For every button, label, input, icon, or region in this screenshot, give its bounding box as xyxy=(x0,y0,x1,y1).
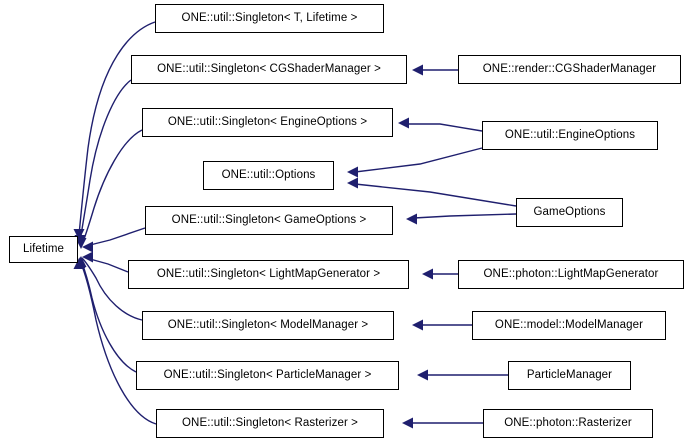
uml-node-gameoptions[interactable]: GameOptions xyxy=(516,198,623,227)
uml-node-singleton_modelmgr[interactable]: ONE::util::Singleton< ModelManager > xyxy=(142,311,394,340)
edge-line xyxy=(406,123,483,132)
arrowhead-icon xyxy=(347,166,358,178)
uml-node-singleton_t_lifetime[interactable]: ONE::util::Singleton< T, Lifetime > xyxy=(155,4,384,33)
uml-node-singleton_rasterizer[interactable]: ONE::util::Singleton< Rasterizer > xyxy=(156,409,384,438)
inheritance-edge-e9 xyxy=(82,227,146,253)
uml-node-label: ONE::util::Options xyxy=(221,168,316,181)
arrowhead-icon xyxy=(82,241,93,253)
uml-node-singleton_engineopts[interactable]: ONE::util::Singleton< EngineOptions > xyxy=(142,108,393,137)
uml-node-singleton_particlemgr[interactable]: ONE::util::Singleton< ParticleManager > xyxy=(136,361,399,390)
uml-node-label: ONE::photon::LightMapGenerator xyxy=(483,267,659,280)
arrowhead-icon xyxy=(347,177,358,189)
edge-line xyxy=(354,147,483,173)
edge-line xyxy=(354,183,517,207)
inheritance-edge-e10 xyxy=(82,251,129,273)
inheritance-edge-e6 xyxy=(347,147,483,178)
edge-line xyxy=(89,227,146,246)
edge-line xyxy=(80,129,143,248)
arrowhead-icon xyxy=(398,117,409,129)
uml-node-singleton_gameopts[interactable]: ONE::util::Singleton< GameOptions > xyxy=(145,206,393,235)
uml-node-label: ONE::model::ModelManager xyxy=(494,318,644,331)
edge-line xyxy=(89,258,129,273)
uml-node-label: ONE::util::Singleton< Rasterizer > xyxy=(182,416,358,429)
arrowhead-icon xyxy=(406,213,417,225)
edge-line xyxy=(79,79,132,243)
inheritance-edge-e2 xyxy=(74,79,132,246)
inheritance-edge-e11 xyxy=(422,268,458,280)
inheritance-edge-e3 xyxy=(412,64,458,76)
arrowhead-icon xyxy=(417,369,428,381)
uml-node-label: ONE::util::Singleton< ParticleManager > xyxy=(163,368,372,381)
uml-node-particlemanager[interactable]: ParticleManager xyxy=(508,361,631,390)
arrowhead-icon xyxy=(412,319,423,331)
inheritance-edge-e15 xyxy=(417,369,508,381)
uml-node-util_engineoptions[interactable]: ONE::util::EngineOptions xyxy=(482,121,658,150)
inheritance-edge-e14 xyxy=(74,257,137,373)
uml-node-util_options[interactable]: ONE::util::Options xyxy=(203,161,334,190)
uml-node-label: ONE::util::Singleton< LightMapGenerator … xyxy=(156,267,381,280)
inheritance-edge-e4 xyxy=(75,129,143,249)
inheritance-edge-e8 xyxy=(406,213,517,225)
uml-node-label: ONE::util::Singleton< EngineOptions > xyxy=(167,115,368,128)
uml-node-photon_rasterizer[interactable]: ONE::photon::Rasterizer xyxy=(483,409,653,438)
inheritance-edge-e13 xyxy=(412,319,472,331)
uml-node-singleton_cgshader[interactable]: ONE::util::Singleton< CGShaderManager > xyxy=(131,55,407,84)
uml-node-label: ONE::photon::Rasterizer xyxy=(504,416,632,429)
uml-node-label: ONE::util::Singleton< GameOptions > xyxy=(171,213,367,226)
uml-node-model_modelmanager[interactable]: ONE::model::ModelManager xyxy=(472,311,666,340)
uml-node-label: ONE::util::EngineOptions xyxy=(504,128,636,141)
arrowhead-icon xyxy=(82,251,93,263)
uml-node-label: ONE::util::Singleton< ModelManager > xyxy=(167,318,369,331)
edge-line xyxy=(413,213,517,219)
uml-node-label: ParticleManager xyxy=(526,368,613,381)
uml-node-label: ONE::render::CGShaderManager xyxy=(482,62,657,75)
uml-node-label: Lifetime xyxy=(22,242,65,255)
uml-node-lifetime[interactable]: Lifetime xyxy=(9,236,78,263)
uml-node-render_cgshader[interactable]: ONE::render::CGShaderManager xyxy=(458,55,681,84)
inheritance-edge-e5 xyxy=(398,117,483,132)
arrowhead-icon xyxy=(402,417,413,429)
uml-node-photon_lightmap[interactable]: ONE::photon::LightMapGenerator xyxy=(458,260,684,289)
inheritance-edge-e7 xyxy=(347,177,517,207)
uml-node-label: ONE::util::Singleton< CGShaderManager > xyxy=(157,62,381,75)
arrowhead-icon xyxy=(412,64,423,76)
arrowhead-icon xyxy=(422,268,433,280)
uml-node-label: ONE::util::Singleton< T, Lifetime > xyxy=(181,11,358,24)
inheritance-edge-e17 xyxy=(402,417,483,429)
uml-node-label: GameOptions xyxy=(533,205,606,218)
uml-node-singleton_lightmap[interactable]: ONE::util::Singleton< LightMapGenerator … xyxy=(128,260,409,289)
